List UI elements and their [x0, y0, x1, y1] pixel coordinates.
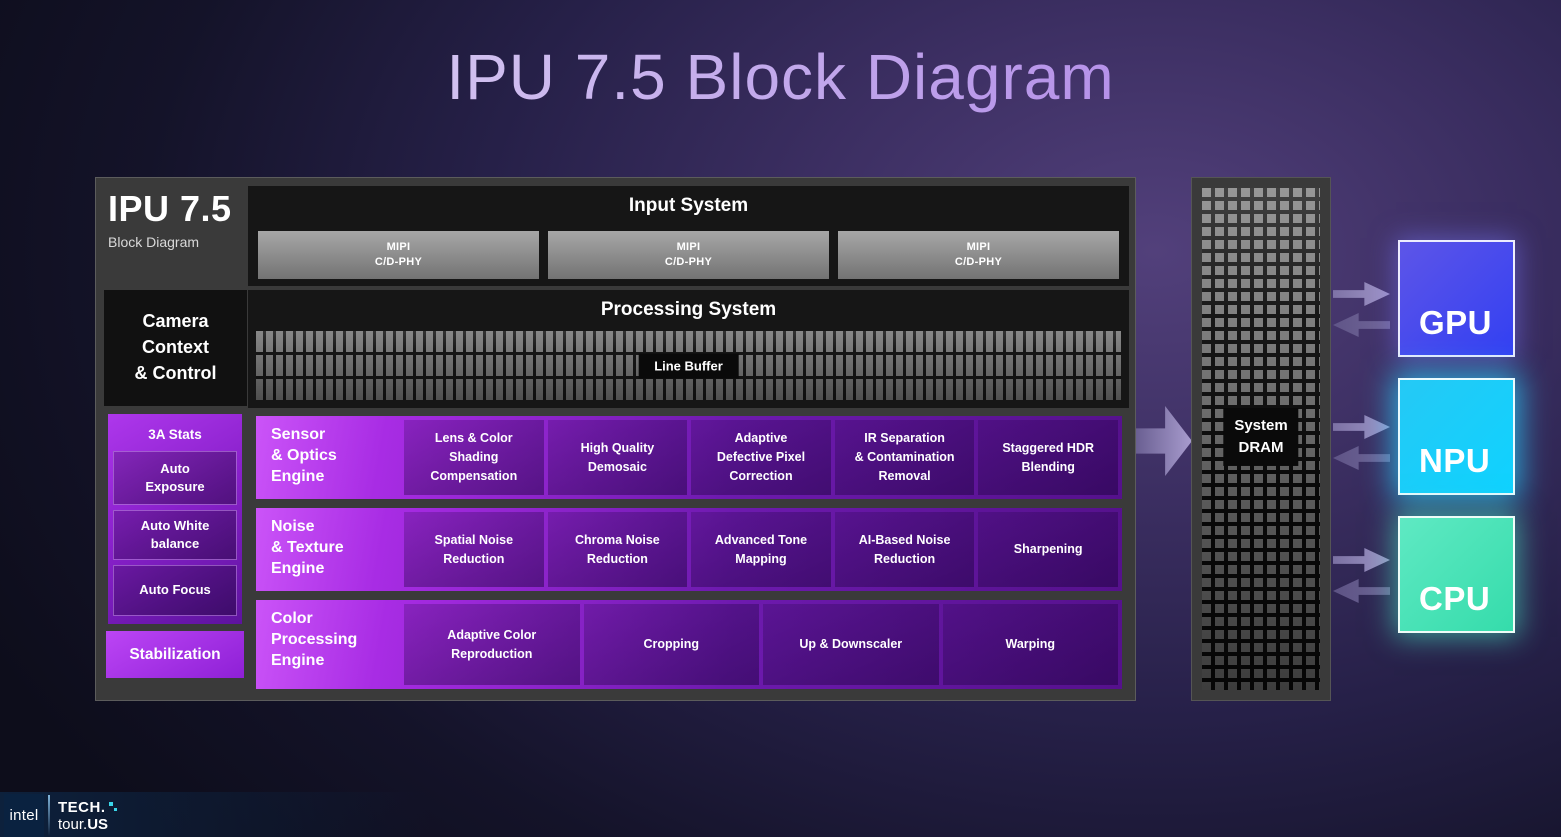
ipu-block-label: IPU 7.5 Block Diagram — [108, 188, 232, 250]
dram-cpu-arrows — [1333, 547, 1390, 604]
engine-label: Color Processing Engine — [271, 610, 358, 669]
engine-block: Advanced Tone Mapping — [691, 512, 831, 587]
auto-white-balance-block: Auto White balance — [113, 510, 237, 560]
mipi-port: MIPI C/D-PHY — [258, 231, 539, 279]
pixel-accent-icon — [108, 802, 113, 806]
engine-block: IR Separation & Contamination Removal — [834, 420, 975, 495]
arrow-left-icon — [1333, 446, 1390, 470]
arrow-left-icon — [1333, 313, 1390, 337]
noise-texture-engine-row: Noise & Texture Engine Spatial Noise Red… — [256, 508, 1122, 591]
camera-context-panel: Camera Context & Control — [104, 290, 247, 406]
engine-block-group: Adaptive Color Reproduction Cropping Up … — [404, 600, 1122, 689]
cpu-label: CPU — [1419, 580, 1491, 617]
line-buffer-grid: Line Buffer — [256, 331, 1121, 400]
tour-text: tour. — [58, 816, 88, 834]
engine-label: Noise & Texture Engine — [271, 518, 344, 577]
engine-block: Lens & Color Shading Compensation — [404, 420, 544, 495]
tech-tour-line2: tour.US — [58, 816, 117, 833]
intel-logo: intel — [4, 794, 44, 837]
mipi-port: MIPI C/D-PHY — [548, 231, 829, 279]
input-system-title: Input System — [628, 195, 749, 216]
mipi-port: MIPI C/D-PHY — [838, 231, 1119, 279]
ipu-to-dram-arrow-icon — [1136, 406, 1192, 476]
engine-block: Cropping — [583, 604, 759, 685]
camera-context-title: Camera Context & Control — [134, 311, 217, 384]
us-text: US — [87, 816, 109, 834]
engine-block-group: Lens & Color Shading Compensation High Q… — [404, 416, 1122, 499]
engine-block: Spatial Noise Reduction — [404, 512, 544, 587]
arrow-right-icon — [1333, 282, 1390, 306]
arrow-right-icon — [1333, 548, 1390, 572]
dram-npu-arrows — [1333, 414, 1390, 471]
engine-block: Adaptive Color Reproduction — [404, 604, 580, 685]
input-system-panel: Input System MIPI C/D-PHY MIPI C/D-PHY M… — [248, 186, 1129, 286]
stabilization-block: Stabilization — [106, 631, 244, 678]
tech-tour-logo: TECH. tour.US — [58, 799, 117, 834]
engine-block: Up & Downscaler — [763, 604, 939, 685]
gpu-block: GPU — [1398, 240, 1515, 357]
intel-logo-text: intel — [9, 807, 39, 824]
cpu-block: CPU — [1398, 516, 1515, 633]
engine-block: Chroma Noise Reduction — [547, 512, 688, 587]
ipu-name: IPU 7.5 — [108, 188, 232, 229]
footer-band — [0, 792, 430, 837]
logo-divider — [48, 795, 50, 836]
engine-block: Adaptive Defective Pixel Correction — [691, 420, 831, 495]
npu-label: NPU — [1419, 442, 1491, 479]
tech-tour-line1: TECH. — [58, 799, 117, 816]
color-processing-engine-row: Color Processing Engine Adaptive Color R… — [256, 600, 1122, 689]
dram-gpu-arrows — [1333, 281, 1390, 338]
auto-exposure-block: Auto Exposure — [113, 451, 237, 505]
engine-block: AI-Based Noise Reduction — [834, 512, 975, 587]
engine-label: Sensor & Optics Engine — [271, 426, 337, 485]
system-dram-label: System DRAM — [1223, 407, 1299, 466]
npu-block: NPU — [1398, 378, 1515, 495]
engine-block-group: Spatial Noise Reduction Chroma Noise Red… — [404, 508, 1122, 591]
engine-block: High Quality Demosaic — [547, 420, 688, 495]
pixel-accent-icon — [113, 808, 117, 811]
mipi-port-row: MIPI C/D-PHY MIPI C/D-PHY MIPI C/D-PHY — [258, 231, 1119, 279]
tech-text: TECH. — [58, 799, 106, 816]
arrow-left-icon — [1333, 579, 1390, 603]
ipu-main-block: IPU 7.5 Block Diagram Input System MIPI … — [95, 177, 1136, 701]
system-dram-block: System DRAM — [1191, 177, 1331, 701]
processing-system-title: Processing System — [600, 299, 777, 320]
sensor-optics-engine-row: Sensor & Optics Engine Lens & Color Shad… — [256, 416, 1122, 499]
ipu-subtitle: Block Diagram — [108, 234, 200, 250]
gpu-label: GPU — [1419, 304, 1493, 341]
engine-block: Staggered HDR Blending — [978, 420, 1118, 495]
3a-stats-title: 3A Stats — [148, 427, 202, 442]
processing-system-panel: Processing System Line Buffer — [248, 290, 1129, 408]
arrow-right-icon — [1333, 415, 1390, 439]
engine-block: Sharpening — [978, 512, 1118, 587]
page-title: IPU 7.5 Block Diagram — [0, 40, 1561, 114]
auto-focus-block: Auto Focus — [113, 565, 237, 616]
line-buffer-label: Line Buffer — [638, 353, 739, 378]
engine-block: Warping — [942, 604, 1118, 685]
3a-stats-block: 3A Stats Auto Exposure Auto White balanc… — [108, 414, 242, 624]
